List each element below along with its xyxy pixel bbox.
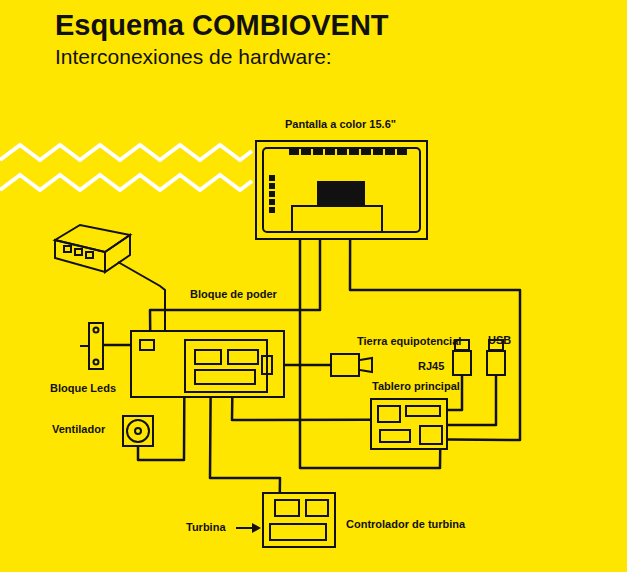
wire [138, 398, 184, 460]
screen-vent [302, 150, 310, 154]
screen-button [270, 200, 274, 204]
screen-button [270, 176, 274, 180]
screen-vent [386, 150, 394, 154]
screen-vent [290, 150, 298, 154]
screen-button [270, 192, 274, 196]
screen-vent [374, 150, 382, 154]
wire [350, 240, 520, 440]
part-label: Pantalla a color 15.6" [285, 118, 396, 131]
screen-vent [314, 150, 322, 154]
screen-vent [338, 150, 346, 154]
wire [285, 364, 330, 367]
screen-vent [362, 150, 370, 154]
power-board: Bloque de poder [130, 330, 285, 398]
part-label: USB [488, 334, 511, 347]
title: Esquema COMBIOVENT [55, 8, 389, 42]
screen-button [270, 184, 274, 188]
wire [150, 240, 320, 330]
screen-vent [326, 150, 334, 154]
screen-button [270, 208, 274, 212]
wire [104, 344, 130, 347]
part-label: Turbina [186, 521, 226, 534]
screen-vent [350, 150, 358, 154]
screen-vent [398, 150, 406, 154]
wire [210, 398, 280, 492]
screen: Pantalla a color 15.6" [255, 140, 428, 240]
wire [232, 398, 370, 420]
ground-jack: Tierra equipotencial [330, 353, 360, 377]
led-bar: Bloque Leds [88, 322, 104, 370]
part-label: Tablero principal [372, 380, 460, 393]
part-label: RJ45 [418, 360, 444, 373]
usb-plug: USB [486, 350, 506, 376]
main-board: Tablero principal [370, 398, 448, 450]
part-label: Bloque de poder [190, 288, 277, 301]
part-label: Tierra equipotencial [357, 335, 461, 348]
fan: Ventilador [122, 415, 154, 447]
rj45-plug: RJ45 [452, 350, 472, 376]
part-label: Controlador de turbina [346, 518, 465, 531]
turbine-controller: Controlador de turbina [262, 492, 336, 548]
part-label: Bloque Leds [50, 382, 116, 395]
subtitle: Interconexiones de hardware: [55, 44, 332, 70]
part-label: Ventilador [52, 423, 105, 436]
